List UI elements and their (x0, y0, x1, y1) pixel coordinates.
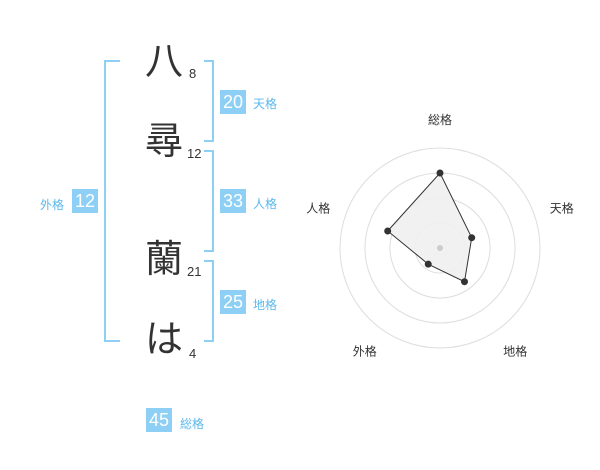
name-char-4: は (144, 317, 183, 361)
tenkaku-bracket (204, 60, 214, 142)
radar-center-dot (437, 245, 443, 251)
radar-axis-label: 地格 (503, 344, 527, 359)
soukaku-label: 総格 (180, 417, 205, 431)
radar-point (424, 260, 432, 268)
stroke-count-4: 4 (189, 346, 197, 361)
jinkaku-value: 33 (220, 189, 246, 213)
stroke-count-1: 8 (189, 66, 197, 81)
radar-point (436, 169, 444, 177)
radar-axis-label: 総格 (428, 112, 452, 127)
radar-axis-label: 外格 (353, 344, 377, 359)
radar-area (386, 172, 473, 283)
name-char-2: 尋 (144, 119, 183, 163)
gaikaku-label: 外格 (40, 198, 65, 212)
tenkaku-label: 天格 (253, 97, 278, 111)
radar-axis-label: 天格 (550, 200, 574, 215)
chikaku-bracket (204, 260, 214, 342)
radar-axis-label: 人格 (306, 200, 330, 215)
chikaku-value: 25 (220, 290, 246, 314)
jinkaku-label: 人格 (253, 197, 278, 211)
jinkaku-bracket (204, 150, 214, 252)
stroke-count-2: 12 (187, 146, 202, 161)
radar-point (468, 234, 476, 242)
name-char-3: 蘭 (144, 237, 183, 281)
gaikaku-bracket (104, 60, 120, 342)
stroke-count-3: 21 (187, 264, 202, 279)
chikaku-label: 地格 (253, 298, 278, 312)
gaikaku-value: 12 (72, 189, 98, 213)
tenkaku-value: 20 (220, 90, 246, 114)
soukaku-value: 45 (146, 408, 172, 432)
radar-ring (339, 147, 541, 349)
radar-point (460, 278, 468, 286)
name-char-1: 八 (144, 39, 183, 83)
radar-point (384, 227, 392, 235)
